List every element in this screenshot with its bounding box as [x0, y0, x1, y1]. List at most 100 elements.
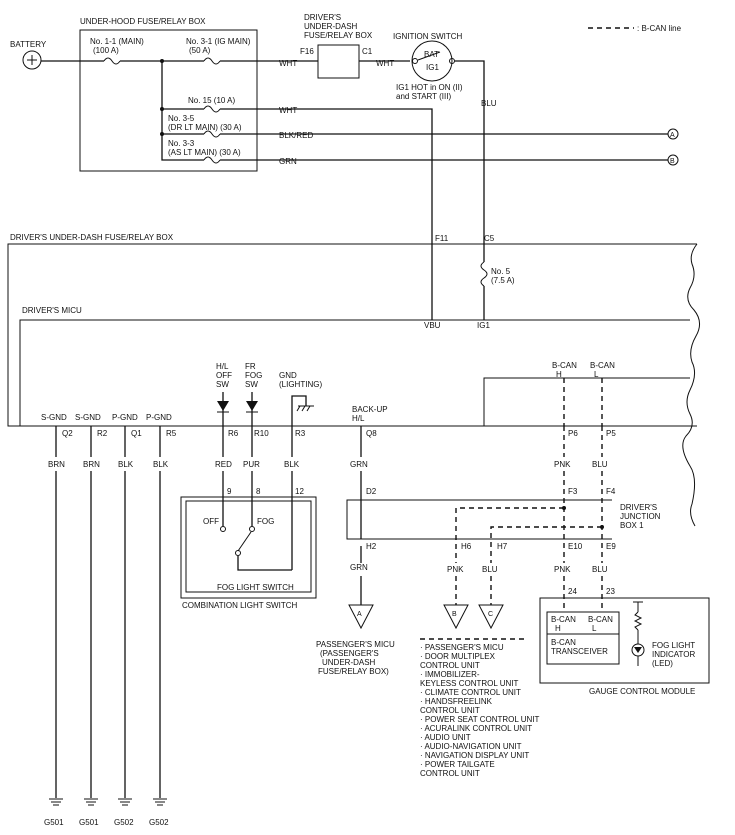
- network-list-item: CONTROL UNIT: [420, 661, 480, 670]
- diode-fog-icon: [246, 401, 258, 411]
- network-list-item: CONTROL UNIT: [420, 769, 480, 778]
- wire-pur: PUR: [243, 460, 260, 469]
- pin-12: 12: [295, 487, 304, 496]
- pin-r6: R6: [228, 429, 239, 438]
- wire-pnk-1: PNK: [554, 460, 571, 469]
- micu-hl-3: SW: [216, 380, 229, 389]
- micu-backup-2: H/L: [352, 414, 365, 423]
- fog-switch-contact: [237, 531, 252, 552]
- gauge-control-module: 24 23 B-CAN H B-CAN L B-CAN TRANSCEIVER …: [539, 587, 710, 696]
- junction-box-outline: [346, 499, 612, 540]
- fog-switch-outline: [185, 500, 312, 593]
- network-list-item: · POWER TAILGATE: [420, 760, 495, 769]
- ground-g502-2: G502: [149, 818, 169, 827]
- under-hood-fuse-box: UNDER-HOOD FUSE/RELAY BOX No. 1-1 (MAIN)…: [79, 17, 258, 172]
- ignition-note-2: and START (III): [396, 92, 451, 101]
- gauge-bcan-h-2: H: [555, 624, 561, 633]
- micu-bcan-h-1: B-CAN: [552, 361, 577, 370]
- combination-switch-label: COMBINATION LIGHT SWITCH: [182, 601, 297, 610]
- wire-pnk-3: PNK: [554, 565, 571, 574]
- wire-brn-1: BRN: [48, 460, 65, 469]
- dash-fuse-box: DRIVER'S UNDER-DASH FUSE/RELAY BOX F11 C…: [7, 233, 700, 527]
- pin-f16: F16: [300, 47, 314, 56]
- network-list-item: · ACURALINK CONTROL UNIT: [420, 724, 532, 733]
- fog-switch-off: OFF: [203, 517, 219, 526]
- fuse-1-1-label: No. 1-1 (MAIN): [90, 37, 144, 46]
- ground-terminals: S-GND S-GND P-GND P-GND Q2 R2 Q1 R5 BRN …: [41, 413, 177, 827]
- fuse-3-1-icon: [203, 57, 221, 65]
- fuse-5-rating: (7.5 A): [491, 276, 515, 285]
- pin-23: 23: [606, 587, 615, 596]
- wire-grn-2: GRN: [350, 460, 368, 469]
- dash-box-top-title-3: FUSE/RELAY BOX: [304, 31, 373, 40]
- wire-blk-2: BLK: [153, 460, 169, 469]
- wire-wht-1: WHT: [279, 59, 297, 68]
- junction-title-3: BOX 1: [620, 521, 644, 530]
- network-list-item: · POWER SEAT CONTROL UNIT: [420, 715, 540, 724]
- wire-blu-1: BLU: [481, 99, 497, 108]
- network-list-item: CONTROL UNIT: [420, 706, 480, 715]
- pin-q2: Q2: [62, 429, 73, 438]
- network-list-item: · AUDIO UNIT: [420, 733, 471, 742]
- wire-grn-1: GRN: [279, 157, 297, 166]
- pin-vbu: VBU: [424, 321, 441, 330]
- gauge-bcan-h-1: B-CAN: [551, 615, 576, 624]
- fuse-3-3-icon: [203, 156, 221, 164]
- passenger-micu-2: (PASSENGER'S: [320, 649, 379, 658]
- micu-fog-3: SW: [245, 380, 258, 389]
- p-gnd-1-label: P-GND: [112, 413, 138, 422]
- pin-e10: E10: [568, 542, 583, 551]
- fog-indicator-1: FOG LIGHT: [652, 641, 695, 650]
- network-list-item: · PASSENGER'S MICU: [420, 643, 504, 652]
- connector-b: B: [667, 154, 679, 166]
- network-list-item: · CLIMATE CONTROL UNIT: [420, 688, 521, 697]
- pin-ig1: IG1: [477, 321, 490, 330]
- p-gnd-2-label: P-GND: [146, 413, 172, 422]
- resistor-icon: [633, 611, 643, 631]
- drivers-junction-box: DRIVER'S JUNCTION BOX 1 D2 H2 H6 H7 F3 F…: [346, 378, 661, 640]
- backup-hl-line: Q8 GRN A PASSENGER'S MICU (PASSENGER'S U…: [316, 426, 395, 676]
- pin-h6: H6: [461, 542, 472, 551]
- dash-box-break-edge: [682, 243, 700, 527]
- pin-9: 9: [227, 487, 232, 496]
- under-hood-box-title: UNDER-HOOD FUSE/RELAY BOX: [80, 17, 206, 26]
- wire-blk-red: BLK/RED: [279, 131, 313, 140]
- ground-g501-1: G501: [44, 818, 64, 827]
- ignition-note-1: IG1 HOT in ON (II): [396, 83, 463, 92]
- fuse-3-5-rating: (DR LT MAIN) (30 A): [168, 123, 242, 132]
- bcan-transceiver-box: [546, 611, 620, 665]
- dash-fuse-box-top: DRIVER'S UNDER-DASH FUSE/RELAY BOX F16 C…: [300, 13, 410, 79]
- fuse-3-1-label: No. 3-1 (IG MAIN): [186, 37, 251, 46]
- wire-blk-3: BLK: [284, 460, 300, 469]
- pin-r10: R10: [254, 429, 269, 438]
- pin-p5: P5: [606, 429, 616, 438]
- passenger-micu-4: FUSE/RELAY BOX): [318, 667, 389, 676]
- gauge-bcan-l-2: L: [592, 624, 597, 633]
- dash-box-top-title-2: UNDER-DASH: [304, 22, 358, 31]
- gauge-title: GAUGE CONTROL MODULE: [589, 687, 695, 696]
- fog-indicator-3: (LED): [652, 659, 673, 668]
- pin-24: 24: [568, 587, 577, 596]
- pin-r5: R5: [166, 429, 177, 438]
- network-list-item: · IMMOBILIZER-: [420, 670, 480, 679]
- connector-c-triangle: [478, 604, 504, 630]
- fuse-5-icon: [480, 261, 488, 287]
- supply-wiring: WHT WHT BLK/RED GRN WHT: [41, 59, 668, 320]
- ground-icon: [153, 798, 167, 806]
- pin-q1: Q1: [131, 429, 142, 438]
- dash-box-title: DRIVER'S UNDER-DASH FUSE/RELAY BOX: [10, 233, 174, 242]
- ignition-ig1-label: IG1: [426, 63, 439, 72]
- wire-grn-3: GRN: [350, 563, 368, 572]
- micu-bcan-l-2: L: [594, 370, 599, 379]
- network-list-item: · AUDIO-NAVIGATION UNIT: [420, 742, 522, 751]
- ground-g501-2: G501: [79, 818, 99, 827]
- battery: BATTERY: [10, 40, 47, 70]
- network-list-item: · NAVIGATION DISPLAY UNIT: [420, 751, 529, 760]
- ground-icon: [118, 798, 132, 806]
- connector-b-tri-label: B: [452, 611, 457, 618]
- micu-title: DRIVER'S MICU: [22, 306, 82, 315]
- micu-bcan-l-1: B-CAN: [590, 361, 615, 370]
- wire-blk-1: BLK: [118, 460, 134, 469]
- ground-g502-1: G502: [114, 818, 134, 827]
- connector-b-triangle: [443, 604, 469, 630]
